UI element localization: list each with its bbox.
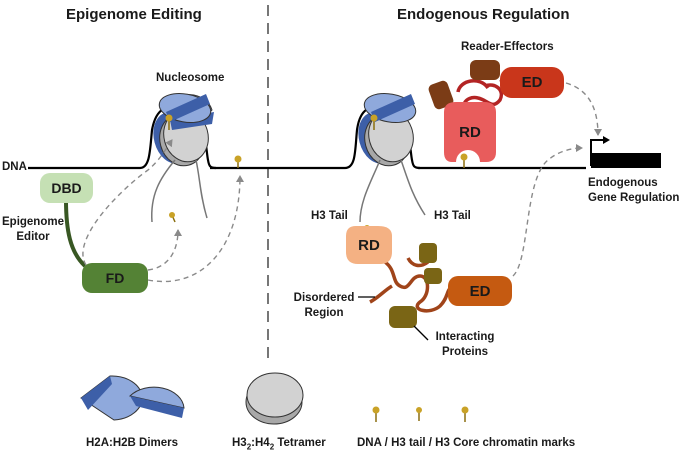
interacting-protein-mid [424,268,442,284]
mark-tail-left [169,212,176,223]
rd-top-domain [444,102,496,162]
reader-small-1 [470,60,500,80]
legend-tetramer [245,372,304,425]
h3-tail-right-label: H3 Tail [434,210,471,222]
ed-top-label: ED [521,74,543,91]
fd-label: FD [105,270,125,286]
dbd-domain [40,173,93,203]
nucleosome-left [153,92,214,167]
h3-tail-left-label: H3 Tail [311,210,348,222]
gene-body [591,153,661,168]
reader-effectors-label: Reader-Effectors [461,41,554,53]
interacting-label-2: Proteins [441,346,488,358]
endogenous-label-2: Gene Regulation [588,192,680,204]
ed-top-arrow [565,82,602,136]
epigenome-editor-label-2: Editor [16,231,50,243]
endogenous-label-1: Endogenous [588,177,658,189]
nucleosome-label: Nucleosome [156,72,225,84]
h3-tail-right-a [359,159,381,223]
epigenome-editor-label-1: Epigenome [2,216,64,228]
header-right: Endogenous Regulation [397,6,570,23]
legend-mark-dna [372,406,380,422]
legend-dimer-2 [128,386,185,418]
editor-linker [64,199,87,268]
header-left: Epigenome Editing [66,6,202,23]
h3-tail-left-b [195,159,208,219]
interacting-protein-bottom [389,306,417,328]
disordered-label-1: Disordered [293,292,355,304]
legend-dimers-label: H2A:H2B Dimers [86,437,179,449]
legend-tetramer-label: H32:H42 Tetramer [232,437,326,452]
interacting-label-1: Interacting [435,331,495,343]
h3-tail-right-b [400,159,426,216]
dna-label: DNA [2,161,27,173]
fd-arrow-core [82,139,173,266]
reader-small-2 [428,80,454,110]
disordered-label-2: Region [304,307,344,319]
ed-bottom-arrow [512,144,583,277]
h3-tail-left-a [151,159,176,223]
nucleosome-right [358,92,417,167]
fd-arrow-dna [147,175,244,283]
ed-bottom-label: ED [469,283,491,300]
ed-top-domain [500,67,564,98]
ed-bottom-domain [448,276,512,306]
mark-core-left [165,114,173,130]
fd-arrow-tail [147,229,182,271]
mark-dna-left [234,155,242,168]
rd-bottom-domain [346,226,392,264]
interacting-pointer [413,325,429,341]
legend-mark-tail [416,407,422,421]
legend-marks-label: DNA / H3 tail / H3 Core chromatin marks [357,437,576,449]
rd-top-label: RD [459,124,481,141]
interacting-protein-top [419,243,437,263]
mark-core-right [370,114,378,130]
fd-domain [82,263,148,293]
legend-mark-core [461,406,469,422]
rd-bottom-label: RD [358,237,380,254]
dbd-label: DBD [51,180,82,196]
mark-dna-right [460,153,468,168]
